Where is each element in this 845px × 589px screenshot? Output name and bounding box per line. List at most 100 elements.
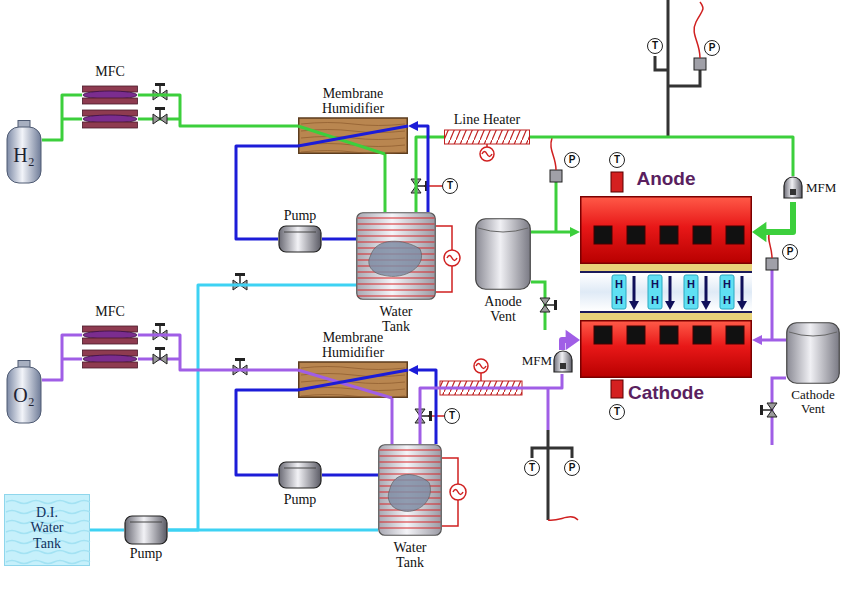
pipe-connector [416,137,444,212]
sensor-tag: P [704,40,720,56]
valve-symbol [153,83,777,423]
node-label: MFM [806,181,842,195]
pipe-connector [90,530,124,531]
pipe-line [90,529,124,532]
membrane-humidifier: Membrane Humidifier [298,330,408,398]
pipe-connector [42,335,82,380]
node-label: Membrane Humidifier [298,86,408,117]
vent-tank: Anode Vent [475,218,531,328]
node-label: Anode Vent [475,294,531,325]
arrow-head [566,330,580,350]
pipe-connector [322,239,356,240]
node-label: Cathode Vent [786,388,840,417]
membrane-humidifier: Membrane Humidifier [298,86,408,154]
node-label: Cathode [580,383,752,404]
pipe-connector [236,146,298,239]
gas-cylinder: H₂ [6,120,42,184]
pipe-connector [752,335,786,345]
pipe-connector [392,398,393,444]
hydrogen-symbol: H [684,293,698,307]
pipe-connector [168,530,378,531]
hydrogen-symbol: H [648,277,662,291]
node-label: MFC [82,304,138,319]
node-label: H₂ [6,144,42,166]
cathode-plate: Cathode [580,320,752,412]
node-label: Pump [278,492,322,507]
pump: Pump [278,208,322,254]
anode-plate: Anode [580,168,752,264]
pipe-connector [138,335,298,370]
sensor-bodies [550,58,778,398]
mass-flow-meter: MFM [782,176,842,202]
arrow-head [408,121,418,131]
line-heater: Line Heater [444,112,530,162]
node-label: MFC [82,64,138,79]
arrow-head [752,222,766,242]
pipe-line [138,335,298,370]
arrow-head [752,335,762,345]
sensor-tag: T [444,408,460,424]
di-water-tank: D.I. Water Tank [4,494,90,566]
sensor-tag: T [442,178,458,194]
pipe-line [384,154,387,212]
pipe-line [420,374,562,444]
sensor-tag: T [609,404,625,420]
hydrogen-symbol: H [612,293,626,307]
pipe-connector [562,330,580,350]
sensor-tag: T [647,38,663,54]
pipe-line [168,285,356,530]
hydrogen-symbol: H [720,293,734,307]
pipe-connector [385,154,386,212]
vent-tank: Cathode Vent [786,322,840,420]
node-label: Pump [124,546,168,561]
pipe-line [42,335,82,380]
pipe-connector [42,95,82,140]
membrane-electrode-assembly [580,264,752,320]
pipe-line [531,231,573,234]
node-label: D.I. Water Tank [21,505,73,551]
pump: Pump [278,462,322,510]
sensor-tag: P [564,460,580,476]
mass-flow-meter: MFM [516,350,574,374]
pipe-line [759,339,786,342]
node-label: Anode [580,169,752,190]
hydrogen-symbol: H [720,277,734,291]
sensor-tag: T [524,460,540,476]
pipe-line [322,474,378,477]
pipe-connector [752,202,793,242]
water-tank: Water Tank [378,444,442,574]
pipe-line [322,238,356,241]
pipe-line [138,95,298,126]
arrow-head [570,227,580,237]
pipe-connector [408,365,436,444]
pipe-connector [138,95,298,126]
hydrogen-symbol: H [612,277,626,291]
hydrogen-symbol: H [684,277,698,291]
pipe-line [762,202,793,232]
gas-cylinder: O₂ [6,360,42,424]
pump: Pump [124,515,168,565]
node-label: Water Tank [385,540,435,571]
pipe-connector [408,121,428,212]
pipe-connector [322,475,378,476]
pipe-line [42,95,82,140]
pipe-connector [531,227,580,237]
hydrogen-symbol: H [648,293,662,307]
sensor-tag: T [609,152,625,168]
gas-branch-lines [62,119,786,445]
pipe-connector [420,374,562,444]
pipe-line [415,370,436,444]
pipe-line [236,146,298,239]
heater-wiring [424,2,772,526]
water-tank: Water Tank [356,212,436,336]
pipe-line [416,137,444,212]
sensor-tag: P [564,152,580,168]
mass-flow-controller: MFC [82,64,138,136]
node-label: MFM [516,354,552,368]
pipe-line [415,126,428,212]
pipe-connector [168,285,356,530]
pipe-line [168,529,378,532]
sensor-tag: P [782,244,798,260]
mass-flow-controller: MFC [82,304,138,376]
node-label: Membrane Humidifier [298,330,408,361]
